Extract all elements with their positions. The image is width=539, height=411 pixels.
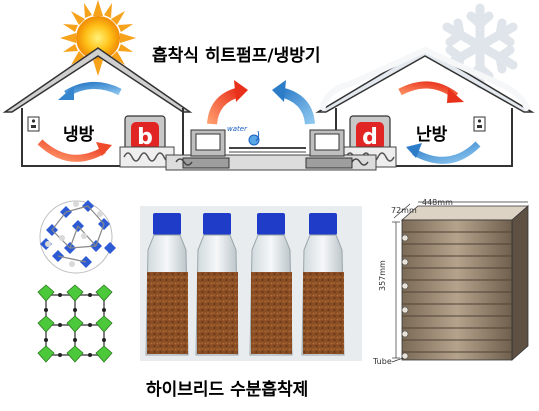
water-label: water <box>227 125 247 133</box>
heat-circulation-arrowhead-icon <box>447 88 464 103</box>
heat-release-arrowhead-icon <box>234 80 248 102</box>
tube-label: Tube <box>373 357 392 366</box>
adsorbent-bottles-photo <box>140 206 362 361</box>
warm-air-arrow-icon <box>37 139 106 162</box>
return-air-arrowhead-icon <box>406 143 422 158</box>
bottle-1 <box>145 213 189 356</box>
cold-release-arrowhead-icon <box>272 80 286 102</box>
bottle-2 <box>195 213 239 356</box>
heating-label: 난방 <box>416 125 448 145</box>
sun-icon <box>60 0 136 76</box>
cooling-label: 냉방 <box>63 125 95 145</box>
bottle-3 <box>249 213 293 356</box>
width-dimension-label: 448mm <box>422 198 453 207</box>
cool-air-arrow-icon <box>64 82 122 98</box>
warm-air-arrowhead-icon <box>96 142 112 156</box>
cool-air-arrowhead-icon <box>58 86 74 100</box>
adsorbent-caption: 하이브리드 수분흡착제 <box>146 380 309 400</box>
center-adsorption-machinery <box>165 129 377 171</box>
height-dimension-label: 357mm <box>378 260 387 291</box>
svg-text:b: b <box>137 125 153 150</box>
left-house: b <box>2 47 193 168</box>
mof-structure-green-image <box>37 284 113 363</box>
mof-structure-blue-image <box>39 200 116 274</box>
depth-dimension-label: 72mm <box>391 206 417 215</box>
cold-release-arrow-icon <box>278 87 315 125</box>
diagram-title: 흡착식 히트펌프/냉방기 <box>152 46 321 66</box>
heat-exchanger-block <box>391 201 530 363</box>
return-air-arrow-icon <box>412 141 481 164</box>
svg-text:d: d <box>362 125 378 150</box>
bottle-4 <box>301 213 345 356</box>
